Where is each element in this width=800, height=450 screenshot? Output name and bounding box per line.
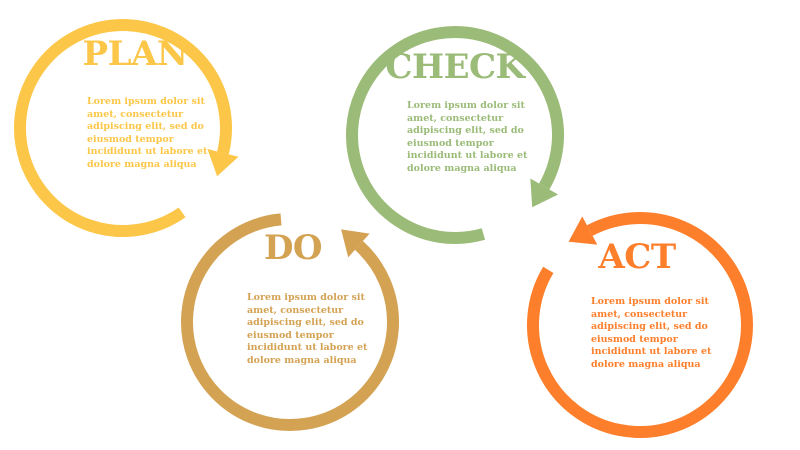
- act-arrow-icon: [568, 216, 598, 245]
- plan-body: Lorem ipsum dolor sit amet, consectetur …: [87, 96, 208, 170]
- act-body: Lorem ipsum dolor sit amet, consectetur …: [591, 296, 712, 370]
- check-ring: [346, 26, 564, 244]
- plan-title: PLAN: [82, 34, 188, 74]
- act-ring: [527, 212, 753, 438]
- check-arrow-icon: [530, 178, 559, 208]
- check-body: Lorem ipsum dolor sit amet, consectetur …: [407, 100, 528, 174]
- act-title: ACT: [598, 237, 676, 277]
- check-title: CHECK: [385, 47, 525, 87]
- do-arc: [181, 213, 399, 431]
- plan-ring: [14, 19, 239, 237]
- do-arrow-icon: [341, 229, 370, 258]
- act-arc: [527, 212, 753, 438]
- check-arc: [346, 26, 564, 244]
- do-title: DO: [263, 228, 323, 268]
- plan-arc: [14, 19, 232, 237]
- plan-arrow-icon: [207, 149, 239, 177]
- do-ring: [181, 213, 399, 431]
- do-body: Lorem ipsum dolor sit amet, consectetur …: [247, 292, 368, 366]
